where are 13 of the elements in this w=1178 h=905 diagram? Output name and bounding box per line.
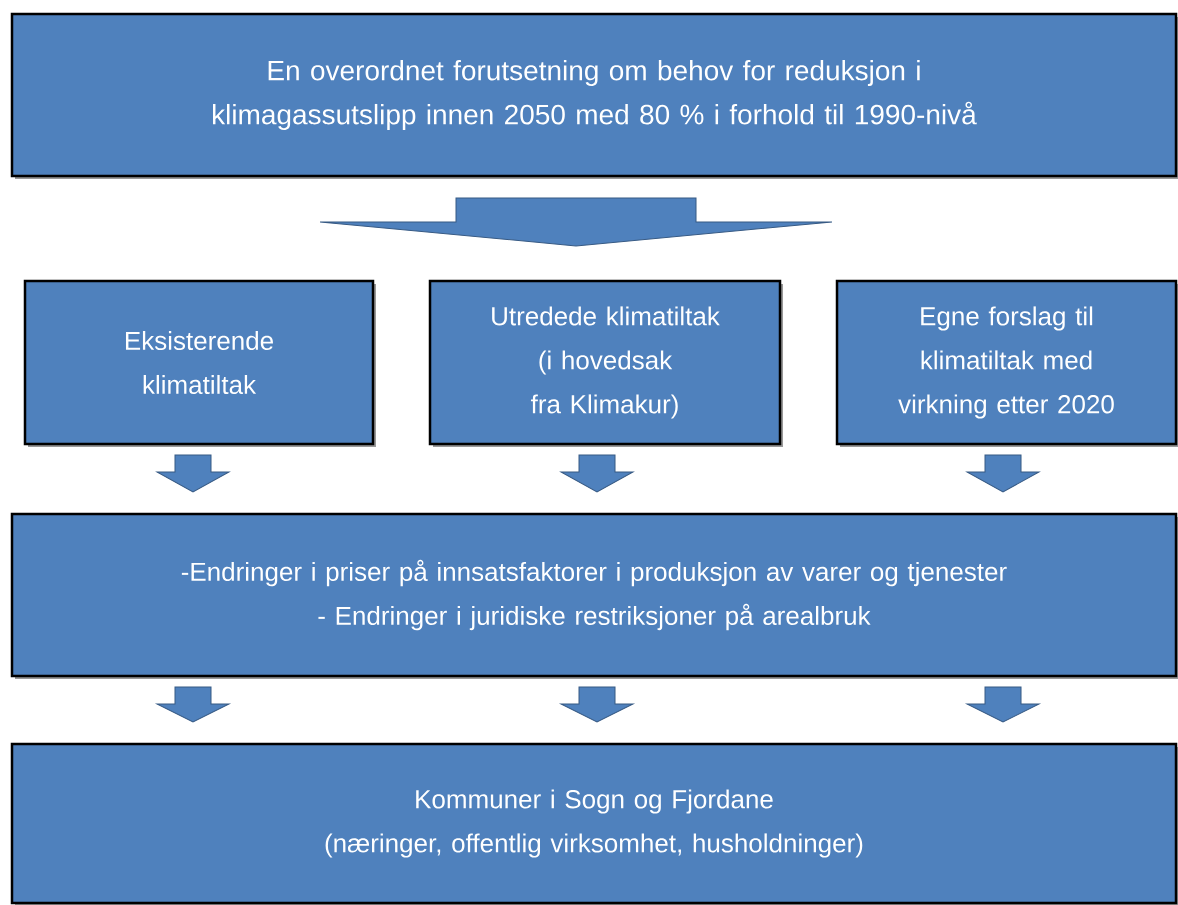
process-box: -Endringer i priser på innsatsfaktorer i produksjon av varer og tjenester - Endringer i juridiske restriksjoner på arealbruk <box>10 512 1178 679</box>
process-box: Utredede klimatiltak (i hovedsak fra Klimakur) <box>428 279 783 447</box>
block-arrow <box>560 686 634 723</box>
process-box: Kommuner i Sogn og Fjordane (næringer, offentlig virksomhet, husholdninger) <box>10 742 1178 905</box>
process-box: Eksisterende klimatiltak <box>23 279 376 447</box>
block-arrow <box>319 197 833 247</box>
process-box: En overordnet forutsetning om behov for reduksjon i klimagassutslipp innen 2050 med 80 % i forhold til 1990-nivå <box>10 12 1178 179</box>
block-arrow <box>560 454 634 493</box>
block-arrow <box>966 686 1040 723</box>
block-arrow <box>156 454 230 493</box>
process-box: Egne forslag til klimatiltak med virkning etter 2020 <box>835 279 1178 447</box>
block-arrow <box>966 454 1040 493</box>
block-arrow <box>156 686 230 723</box>
